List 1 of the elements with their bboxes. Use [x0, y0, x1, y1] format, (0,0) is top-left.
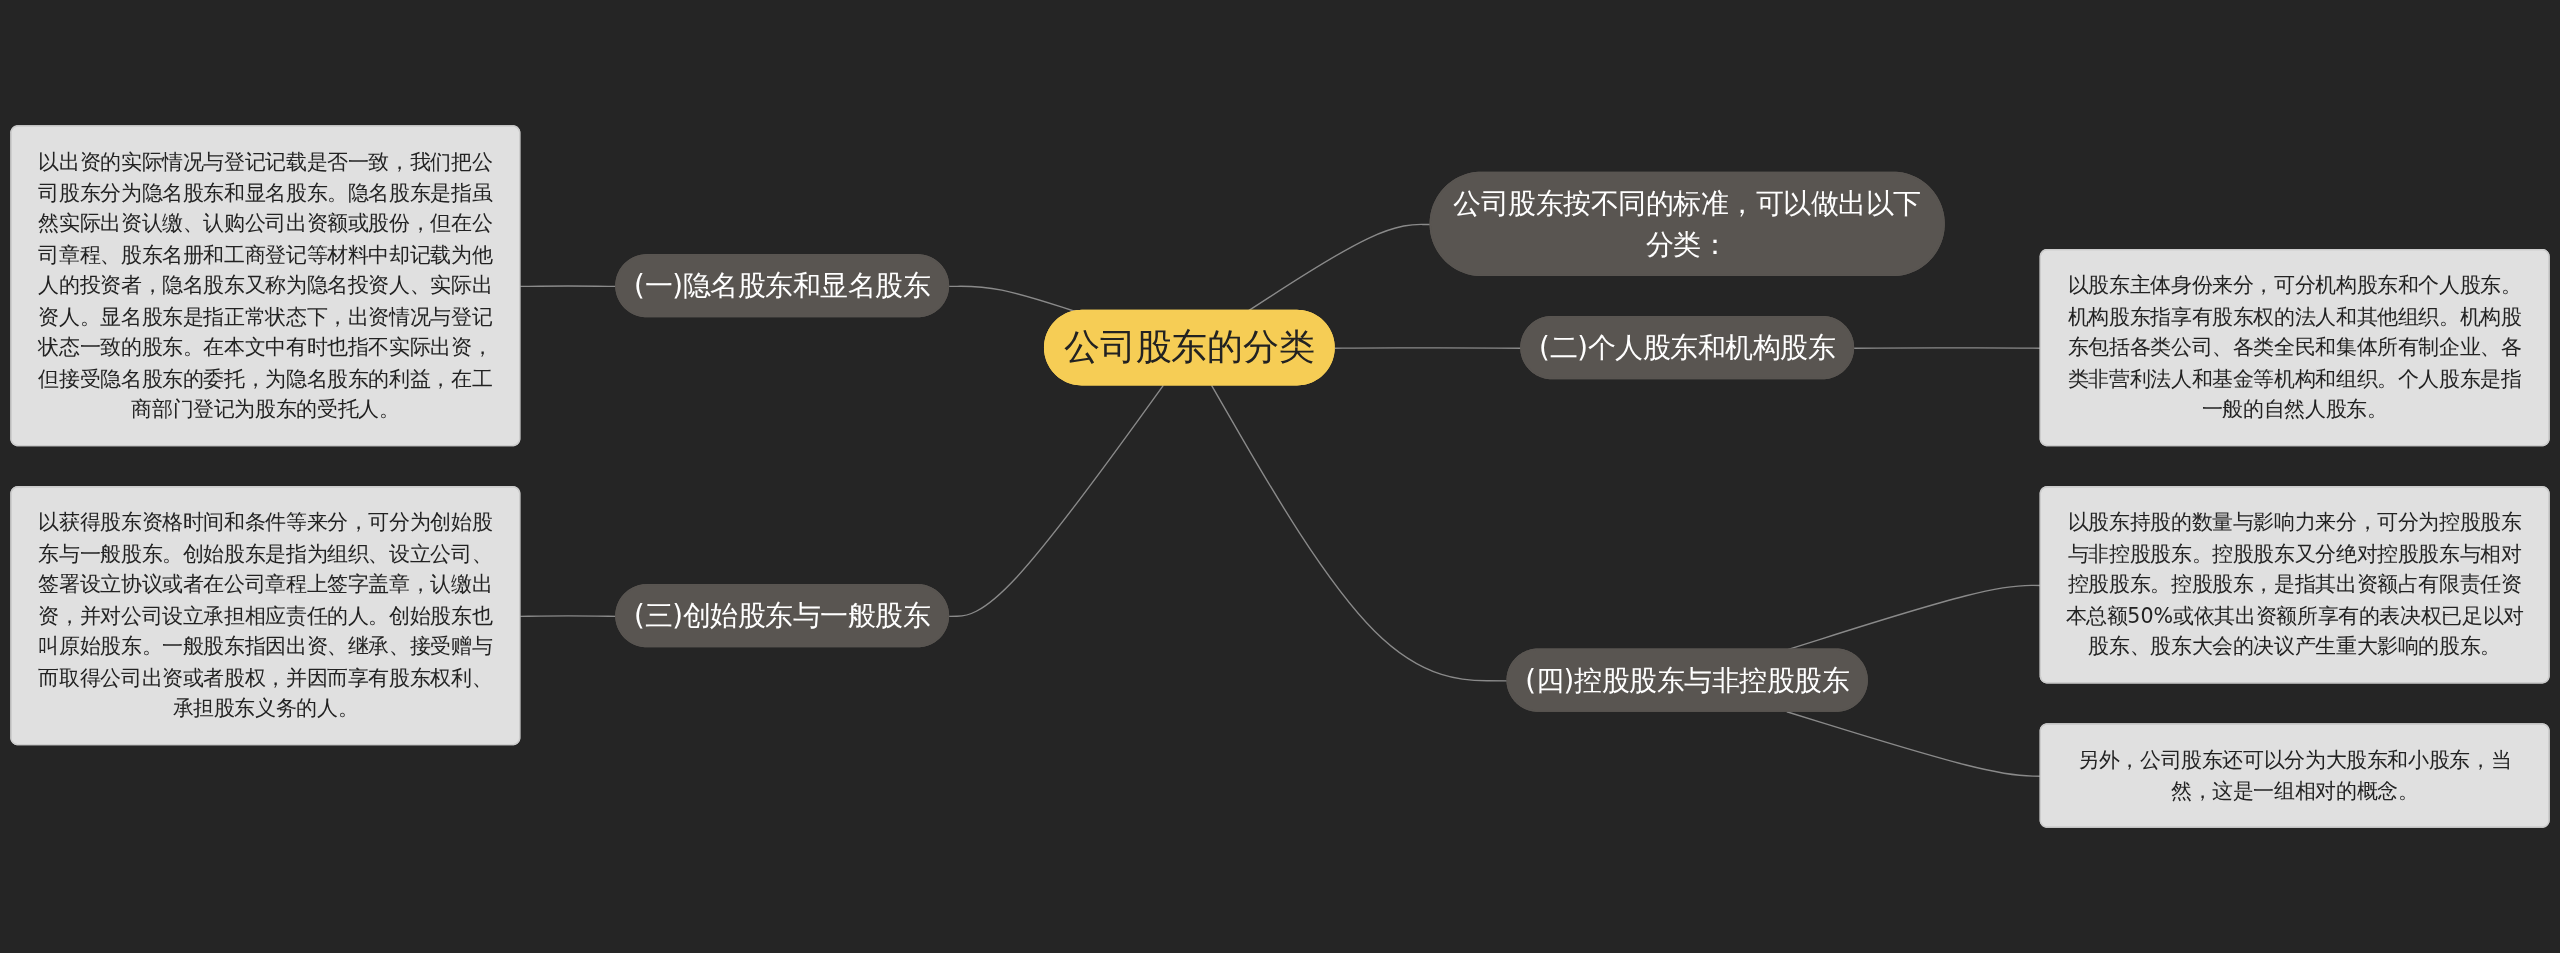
connector: [948, 384, 1165, 618]
